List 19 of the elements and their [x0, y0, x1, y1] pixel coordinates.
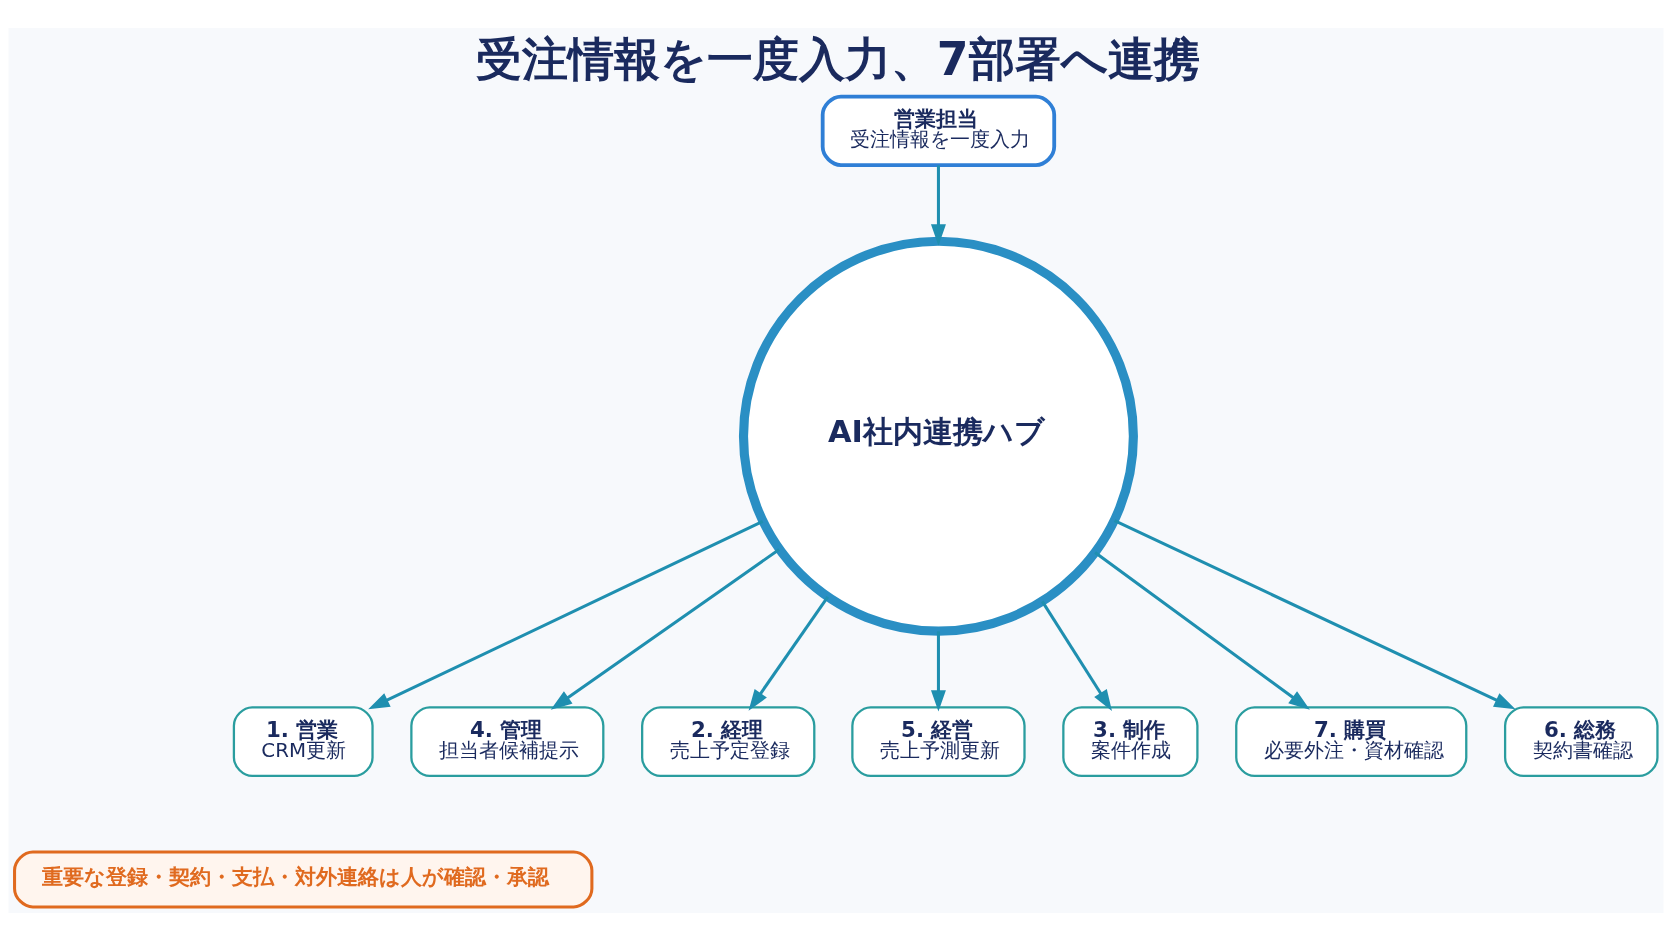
diagram-title: 受注情報を一度入力、7部署へ連携	[475, 33, 1200, 87]
node-box: 6. 総務 契約書確認	[1503, 706, 1659, 778]
arrow	[1094, 551, 1310, 710]
node-box: 営業担当 受注情報を一度入力	[820, 94, 1057, 167]
arrow	[550, 548, 781, 710]
node-box: 2. 経理 売上予定登録	[641, 706, 816, 778]
arrow	[368, 520, 764, 710]
node-box: 7. 購買 必要外注・資材確認	[1235, 706, 1468, 778]
arrow	[930, 631, 946, 712]
node-box: 5. 経営 売上予測更新	[851, 706, 1026, 778]
arrow	[1113, 519, 1516, 710]
arrow	[930, 165, 946, 246]
node-circle: AI社内連携ハブ	[738, 236, 1138, 636]
arrow	[748, 596, 830, 711]
node-box: 3. 制作 案件作成	[1062, 706, 1199, 778]
node-box: 1. 営業 CRM更新	[232, 706, 374, 778]
arrow	[1041, 600, 1112, 712]
node-box: 重要な登録・契約・支払・対外連絡は人が確認・承認	[13, 850, 594, 909]
node-box: 4. 管理 担当者候補提示	[410, 706, 605, 778]
